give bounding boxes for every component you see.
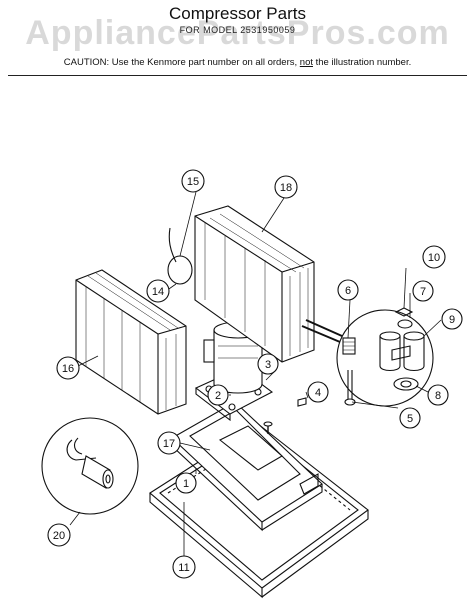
- callout-7: 7: [420, 286, 426, 298]
- callout-7-circle: [412, 280, 434, 302]
- caution-text: CAUTION: Use the Kenmore part number on …: [63, 57, 300, 68]
- callout-4-circle: [307, 381, 329, 403]
- callout-8-circle: [427, 384, 449, 406]
- callout-6: 6: [345, 285, 351, 297]
- callout-2: 2: [215, 390, 221, 402]
- valve-detail: [301, 307, 434, 407]
- callout-8: 8: [435, 390, 441, 402]
- callout-labels: 1 2 3 4 5 6 7 8 9 10 11 14 15 16 17 18 2: [47, 169, 463, 579]
- callout-1-circle: [175, 472, 197, 494]
- callout-11-circle: [172, 555, 196, 579]
- model-subtitle: FOR MODEL 2531950059: [179, 25, 296, 35]
- callout-9-circle: [441, 308, 463, 330]
- watermark: AppliancePartsPros.com: [25, 14, 450, 52]
- callout-10: 10: [428, 252, 440, 264]
- callout-16-circle: [56, 356, 80, 380]
- callout-17-circle: [157, 431, 181, 455]
- header-rule: [8, 75, 467, 76]
- callout-15-circle: [181, 169, 205, 193]
- callout-5: 5: [407, 413, 413, 425]
- callout-4: 4: [315, 387, 321, 399]
- diagram-header: AppliancePartsPros.com Compressor Parts …: [0, 0, 475, 80]
- caution-suffix: the illustration number.: [313, 57, 412, 68]
- clamp-detail: [41, 417, 139, 515]
- callout-14-circle: [146, 279, 170, 303]
- callout-11: 11: [178, 562, 189, 574]
- callout-3-circle: [257, 353, 279, 375]
- callout-14: 14: [152, 286, 164, 298]
- callout-5-circle: [399, 407, 421, 429]
- callout-3: 3: [265, 359, 271, 371]
- callout-20-circle: [47, 523, 71, 547]
- caution-emphasis: not: [299, 57, 313, 68]
- callout-16: 16: [62, 363, 74, 375]
- callout-10-circle: [422, 245, 446, 269]
- diagram-title: Compressor Parts: [169, 4, 306, 23]
- callout-9: 9: [449, 314, 455, 326]
- callout-6-circle: [337, 279, 359, 301]
- callout-20: 20: [53, 530, 65, 542]
- callout-2-circle: [207, 384, 229, 406]
- callout-17: 17: [163, 438, 175, 450]
- callout-18-circle: [274, 175, 298, 199]
- callout-15: 15: [187, 176, 199, 188]
- callout-18: 18: [280, 182, 292, 194]
- caution-note: CAUTION: Use the Kenmore part number on …: [0, 57, 475, 68]
- callout-1: 1: [183, 478, 189, 490]
